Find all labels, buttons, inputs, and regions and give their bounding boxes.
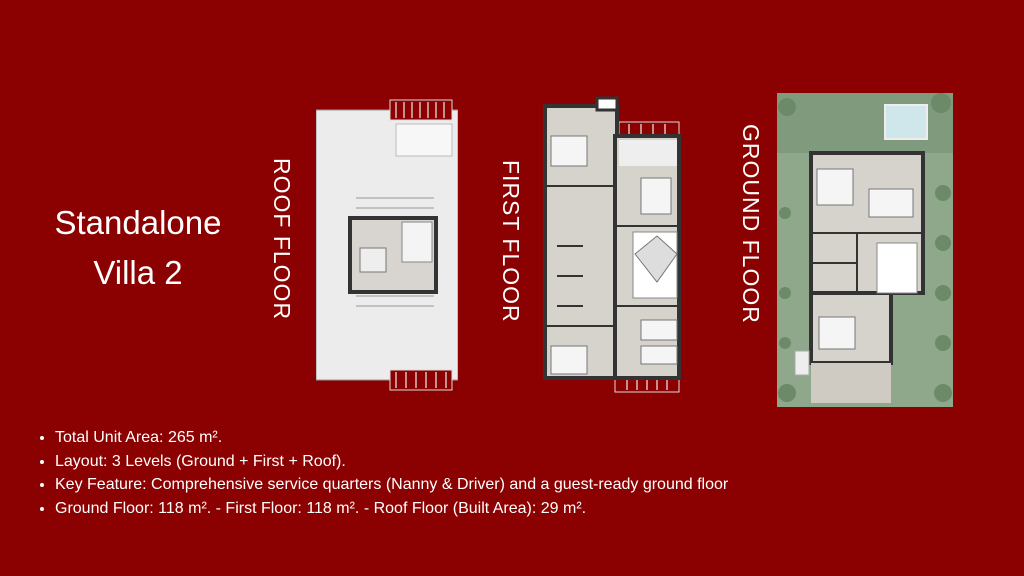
roof-floor-label: ROOF FLOOR	[269, 158, 295, 321]
title-line-1: Standalone	[54, 204, 222, 241]
bullet-total-area: Total Unit Area: 265 m².	[55, 426, 728, 450]
slide-title: Standalone Villa 2	[18, 198, 258, 298]
bullet-key-feature: Key Feature: Comprehensive service quart…	[55, 473, 728, 497]
feature-list: Total Unit Area: 265 m². Layout: 3 Level…	[33, 426, 728, 521]
bullet-layout: Layout: 3 Levels (Ground + First + Roof)…	[55, 450, 728, 474]
ground-floor-label: GROUND FLOOR	[738, 124, 764, 324]
first-floor-label: FIRST FLOOR	[498, 160, 524, 323]
bullet-floor-areas: Ground Floor: 118 m². - First Floor: 118…	[55, 497, 728, 521]
ground-floor-plan	[777, 93, 953, 407]
roof-floor-plan	[316, 99, 458, 391]
first-floor-plan	[543, 96, 681, 393]
title-line-2: Villa 2	[93, 254, 183, 291]
